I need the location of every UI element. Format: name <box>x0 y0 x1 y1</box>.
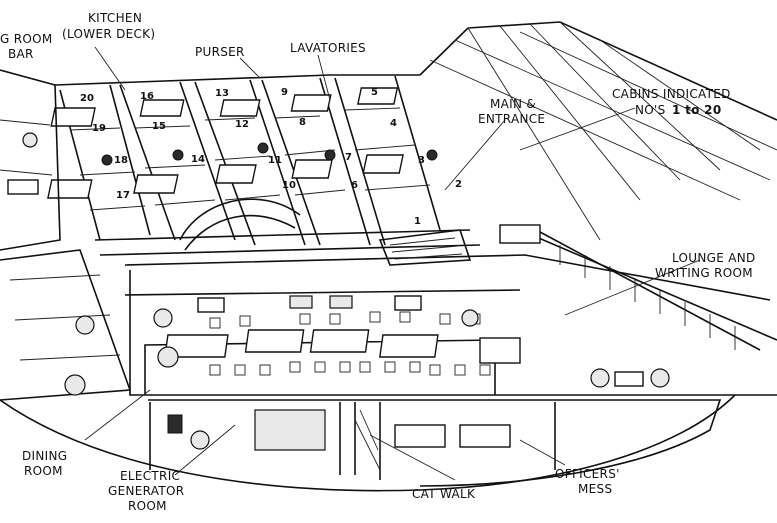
hull-envelope <box>419 21 777 396</box>
cabin-number: 4 <box>390 118 397 129</box>
label-officers-line1: OFFICERS' <box>555 467 620 481</box>
cabin-number: 2 <box>455 179 462 190</box>
label-kitchen-line2: (LOWER DECK) <box>62 27 155 41</box>
cabin-number: 3 <box>418 155 425 166</box>
cabin-block <box>47 74 481 256</box>
label-lounge-line1: LOUNGE AND <box>672 251 756 265</box>
label-dining-line1: DINING <box>22 449 67 463</box>
label-generator-line3: ROOM <box>128 499 167 513</box>
label-main-entrance-line1: MAIN & <box>490 97 536 111</box>
lower-deck <box>149 402 556 480</box>
cabin-number: 10 <box>282 180 296 191</box>
leader-lines <box>84 46 701 481</box>
label-purser: PURSER <box>195 45 245 59</box>
cabin-numbers: 20 19 18 17 16 15 14 13 12 11 10 9 8 7 6… <box>80 87 462 227</box>
callout-labels: G ROOM BAR KITCHEN (LOWER DECK) PURSER L… <box>0 11 756 513</box>
cabin-number: 8 <box>299 117 306 128</box>
main-entrance-stair <box>378 229 472 266</box>
label-generator-line1: ELECTRIC <box>120 469 180 483</box>
cabin-number: 7 <box>345 152 352 163</box>
left-corridor <box>0 249 132 401</box>
smoking-room <box>0 69 61 251</box>
label-lavatories: LAVATORIES <box>290 41 366 55</box>
label-kitchen-line1: KITCHEN <box>88 11 142 25</box>
label-cabins-line1: CABINS INDICATED <box>612 87 731 101</box>
label-smoking-room-line2: BAR <box>8 47 34 61</box>
label-smoking-room-line1: G ROOM <box>0 32 53 46</box>
cabin-number: 6 <box>351 180 358 191</box>
cabin-number: 14 <box>191 154 205 165</box>
cabin-number: 15 <box>152 121 166 132</box>
label-officers-line2: MESS <box>578 482 612 496</box>
label-cabins-line2: NO'S <box>635 103 666 117</box>
lower-hull <box>0 394 736 492</box>
cabin-number: 16 <box>140 91 154 102</box>
label-lounge-line2: WRITING ROOM <box>655 266 753 280</box>
cabin-number: 11 <box>268 155 282 166</box>
label-cabins-range: 1 to 20 <box>672 103 722 117</box>
cabin-number: 1 <box>414 216 421 227</box>
cabin-number: 18 <box>114 155 128 166</box>
cabin-number: 20 <box>80 93 94 104</box>
label-main-entrance-line2: ENTRANCE <box>478 112 545 126</box>
cabin-number: 17 <box>116 190 130 201</box>
dining-lounge-floor <box>124 224 771 396</box>
label-generator-line2: GENERATOR <box>108 484 184 498</box>
cabin-number: 12 <box>235 119 249 130</box>
cabin-number: 5 <box>371 87 378 98</box>
cabin-number: 9 <box>281 87 288 98</box>
label-dining-line2: ROOM <box>24 464 63 478</box>
cabin-number: 19 <box>92 123 106 134</box>
cabin-number: 13 <box>215 88 229 99</box>
label-catwalk: CAT WALK <box>412 487 476 501</box>
